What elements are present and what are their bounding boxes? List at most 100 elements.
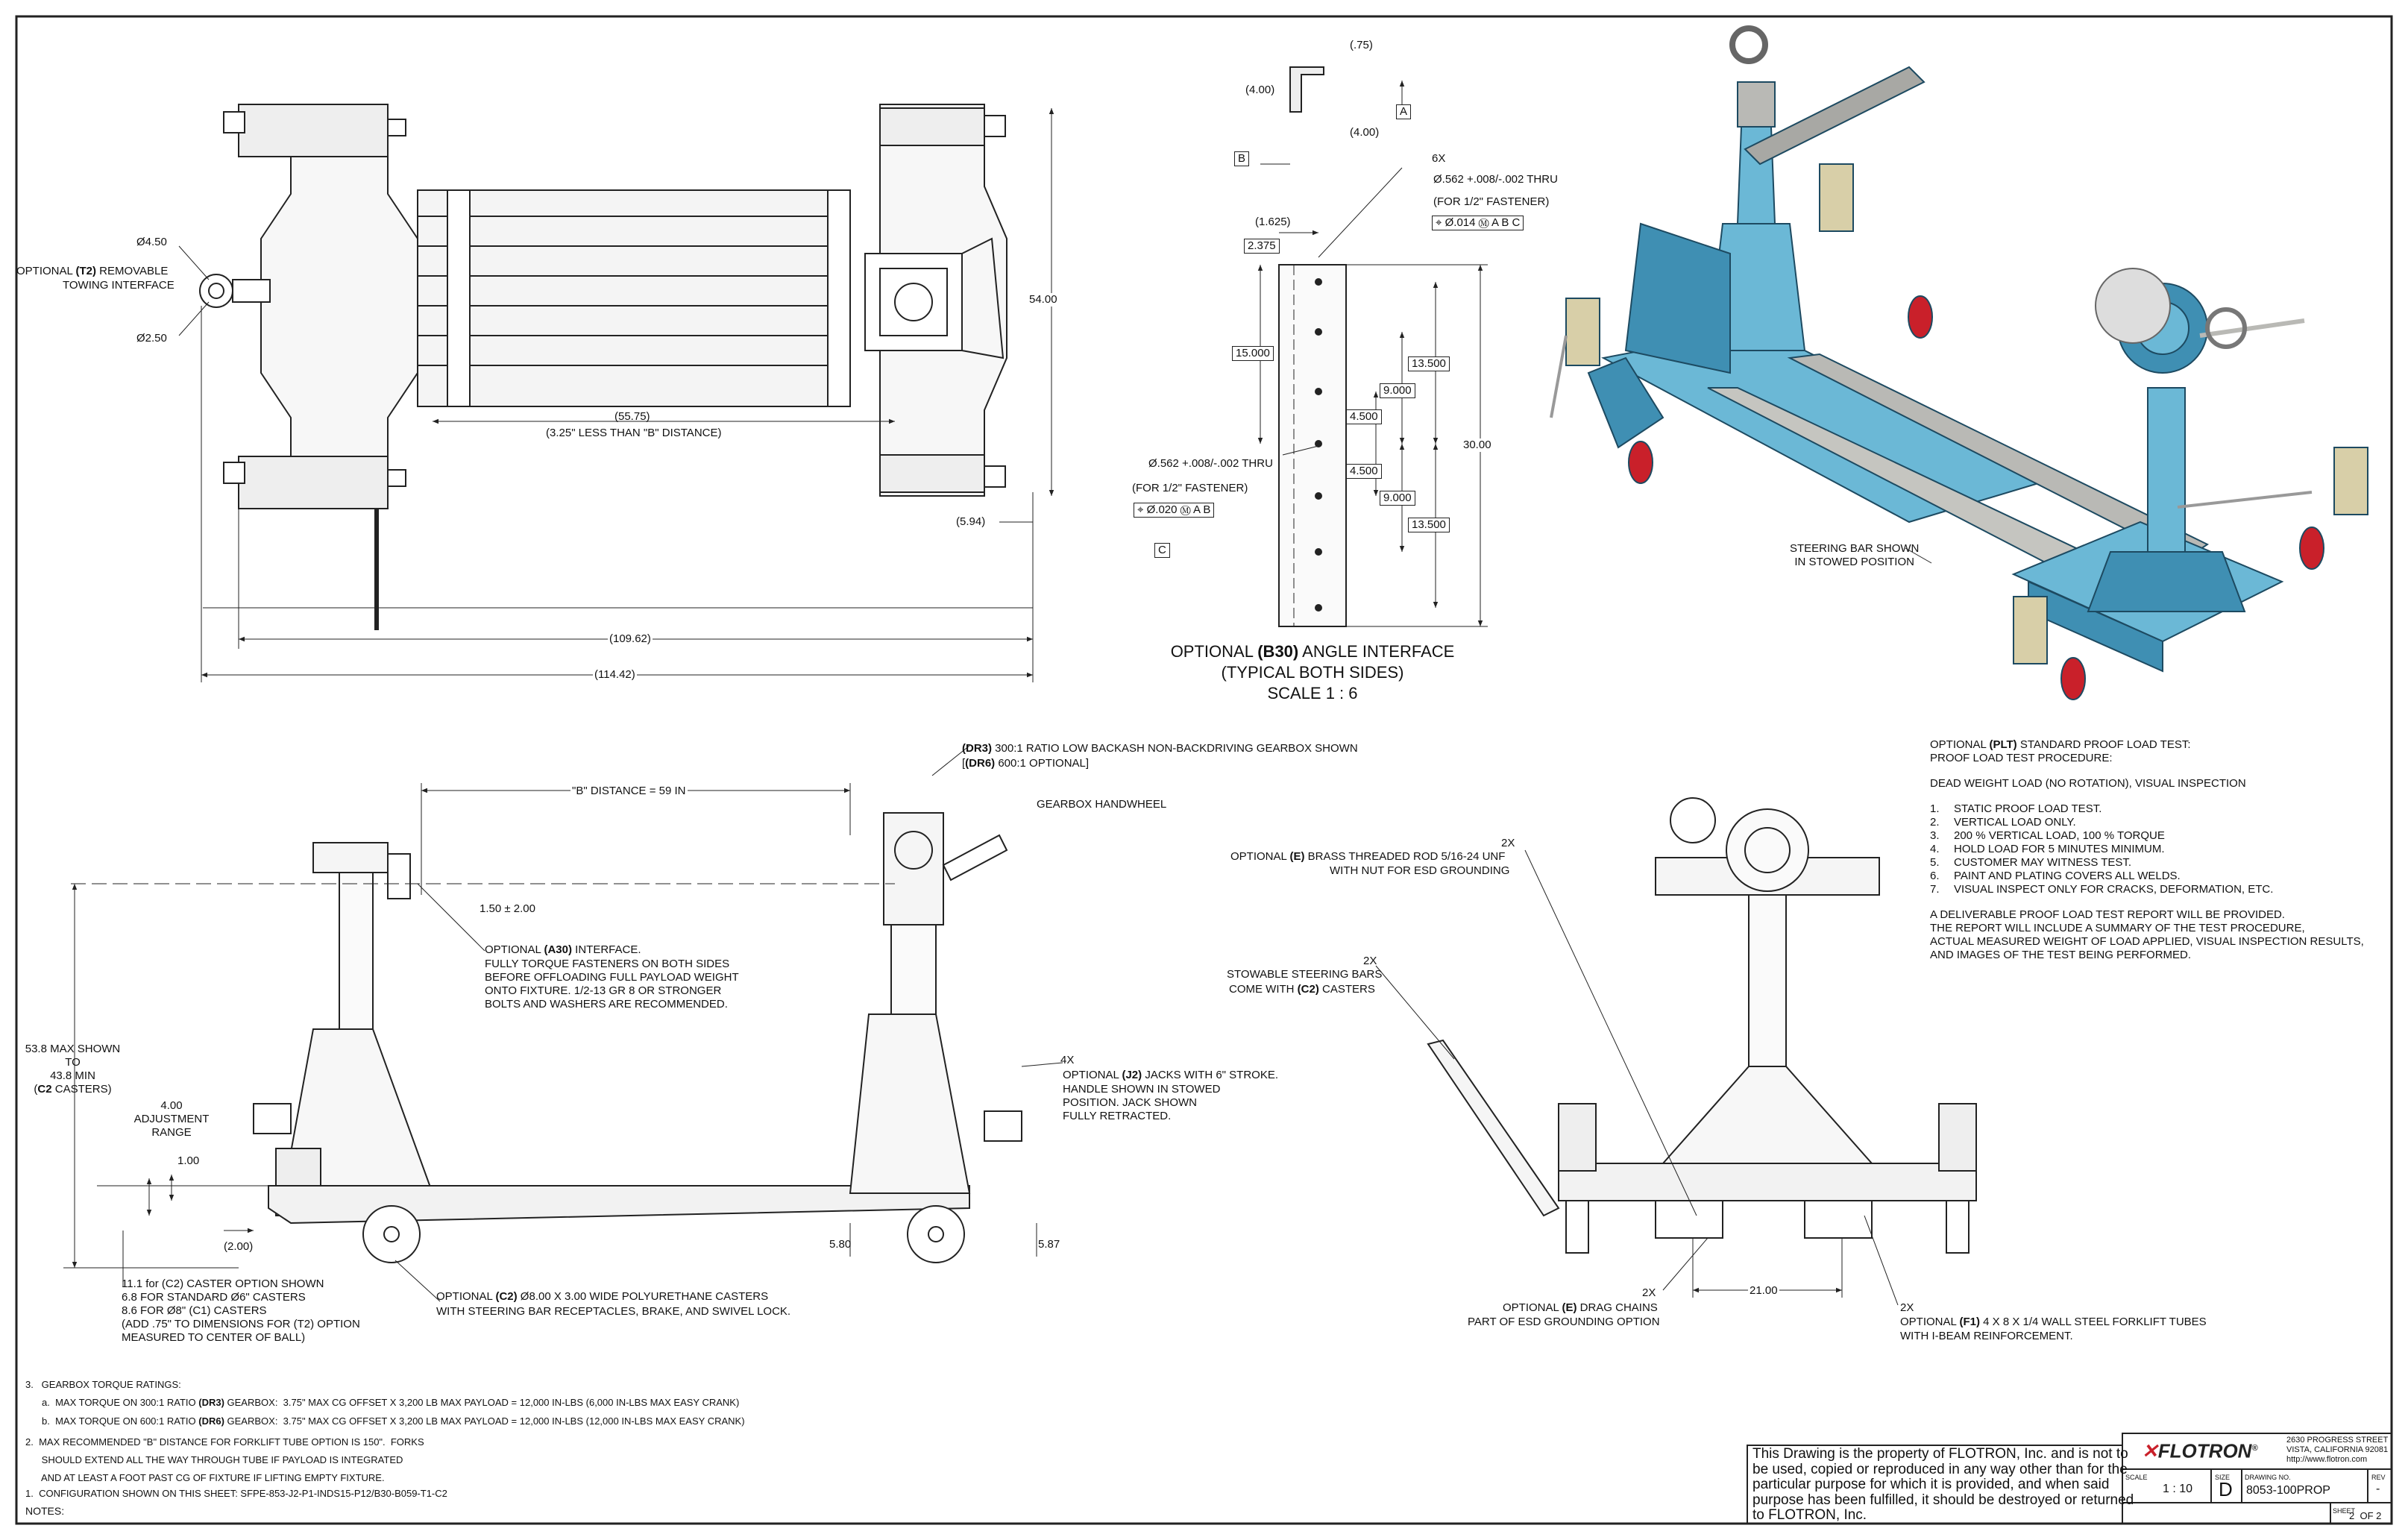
dim-5-94: (5.94) [956, 515, 986, 528]
plt-step-num: 2. [1930, 816, 1940, 829]
note-1: 1. CONFIGURATION SHOWN ON THIS SHEET: SF… [25, 1488, 447, 1499]
j2-note-body: HANDLE SHOWN IN STOWED POSITION. JACK SH… [1063, 1083, 1221, 1122]
fcf-bottom: ⌖ Ø.020 Ⓜ A B [1134, 503, 1215, 518]
e-rod-note-body: WITH NUT FOR ESD GROUNDING [1330, 864, 1510, 877]
hole-callout-top-fastener: (FOR 1/2" FASTENER) [1433, 195, 1550, 208]
note-3a: a. MAX TORQUE ON 300:1 RATIO (DR3) GEARB… [42, 1397, 740, 1408]
dim-2-00: (2.00) [224, 1240, 254, 1253]
fcf-top: ⌖ Ø.014 Ⓜ A B C [1432, 216, 1524, 230]
gearbox-handwheel-note: GEARBOX HANDWHEEL [1037, 798, 1167, 811]
f1-note-head: OPTIONAL (F1) 4 X 8 X 1/4 WALL STEEL FOR… [1900, 1316, 2207, 1328]
scale-value: 1 : 10 [2163, 1483, 2193, 1495]
sheet-border [15, 15, 2393, 1525]
top-plan-view [178, 104, 1054, 682]
steering-bars-note: STOWABLE STEERING BARS [1227, 968, 1383, 981]
hole-callout-bottom: Ø.562 +.008/-.002 THRU [1148, 457, 1273, 470]
dim-114-42: (114.42) [593, 668, 637, 682]
b30-title-scale: SCALE 1 : 6 [1267, 684, 1358, 703]
plt-step-num: 1. [1930, 802, 1940, 815]
b30-angle-view [1257, 66, 1488, 627]
dim-b-distance-note: (3.25" LESS THAN "B" DISTANCE) [546, 427, 722, 439]
plt-report: A DELIVERABLE PROOF LOAD TEST REPORT WIL… [1930, 908, 2364, 961]
plt-step: STATIC PROOF LOAD TEST. [1954, 802, 2102, 815]
dim-2-375: 2.375 [1244, 239, 1280, 254]
drag-chains-note-head: OPTIONAL (E) DRAG CHAINS [1503, 1301, 1658, 1314]
plt-step-num: 7. [1930, 883, 1940, 896]
dim-30: 30.00 [1462, 439, 1493, 452]
dim-1-625: (1.625) [1255, 216, 1291, 228]
dr3-note: (DR3) 300:1 RATIO LOW BACKASH NON-BACKDR… [962, 742, 1358, 755]
c2-note-head: OPTIONAL (C2) Ø8.00 X 3.00 WIDE POLYURET… [436, 1290, 769, 1303]
note-6x: 6X [1432, 152, 1446, 165]
hole-callout-top: Ø.562 +.008/-.002 THRU [1433, 173, 1558, 186]
hole-callout-bottom-fastener: (FOR 1/2" FASTENER) [1132, 482, 1248, 494]
plt-step: VERTICAL LOAD ONLY. [1954, 816, 2076, 829]
side-elevation-view [63, 745, 1063, 1302]
size-label: SIZE [2215, 1474, 2231, 1481]
dim-1-50: 1.50 ± 2.00 [480, 902, 535, 915]
title-block-lines [1747, 1433, 2392, 1524]
caster-option-note: 11.1 for (C2) CASTER OPTION SHOWN 6.8 FO… [122, 1277, 360, 1344]
steering-bars-2x: 2X [1363, 955, 1377, 967]
c2-note-body: WITH STEERING BAR RECEPTACLES, BRAKE, AN… [436, 1305, 791, 1318]
plt-dead-weight: DEAD WEIGHT LOAD (NO ROTATION), VISUAL I… [1930, 777, 2246, 790]
company-address: 2630 PROGRESS STREET VISTA, CALIFORNIA 9… [2286, 1436, 2389, 1464]
datum-b: B [1234, 151, 1250, 166]
plt-step: VISUAL INSPECT ONLY FOR CRACKS, DEFORMAT… [1954, 883, 2274, 896]
dim-13-5-top: 13.500 [1408, 356, 1450, 371]
dim-55-75: (55.75) [614, 410, 650, 423]
dim-0-75: (.75) [1350, 39, 1373, 51]
drag-chains-note-body: PART OF ESD GROUNDING OPTION [1468, 1316, 1660, 1328]
dim-21: 21.00 [1748, 1284, 1779, 1298]
rev-label: REV [2371, 1474, 2386, 1481]
e-rod-2x: 2X [1501, 837, 1515, 849]
dim-4-5-bottom: 4.500 [1346, 464, 1382, 479]
plt-step-num: 4. [1930, 843, 1940, 855]
dim-54: 54.00 [1028, 293, 1059, 307]
dim-shank-diameter: Ø2.50 [136, 332, 167, 345]
dim-4-00-bottom: (4.00) [1350, 126, 1380, 139]
dim-ball-diameter: Ø4.50 [136, 236, 167, 248]
dim-1-00: 1.00 [177, 1154, 200, 1167]
a30-note-head: OPTIONAL (A30) INTERFACE. [485, 943, 641, 956]
dim-4-5-top: 4.500 [1346, 409, 1382, 424]
height-range-casters: (C2 CASTERS) [34, 1083, 112, 1096]
b30-title-line2: (TYPICAL BOTH SIDES) [1221, 663, 1404, 682]
dim-9-bottom: 9.000 [1380, 491, 1415, 506]
sheet-label: SHEET [2333, 1507, 2356, 1515]
plt-step: PAINT AND PLATING COVERS ALL WELDS. [1954, 870, 2181, 882]
plt-head: OPTIONAL (PLT) STANDARD PROOF LOAD TEST: [1930, 738, 2191, 751]
rev-value: - [2376, 1483, 2380, 1495]
scale-label: SCALE [2125, 1474, 2148, 1481]
notes-title: NOTES: [25, 1505, 65, 1517]
flotron-logo: ✕FLOTRON® [2142, 1439, 2258, 1462]
f1-2x: 2X [1900, 1301, 1914, 1314]
b-distance-dim: "B" DISTANCE = 59 IN [570, 785, 688, 798]
dim-5-80: 5.80 [829, 1238, 852, 1251]
sheet-value: 2 OF 2 [2349, 1510, 2382, 1521]
drawing-number-label: DRAWING NO. [2245, 1474, 2291, 1481]
dim-4-00-left: (4.00) [1245, 84, 1275, 96]
dim-15: 15.000 [1232, 346, 1274, 361]
drag-chains-2x: 2X [1642, 1286, 1656, 1299]
b30-title-line1: OPTIONAL (B30) ANGLE INTERFACE [1170, 642, 1455, 661]
isometric-view [1550, 25, 2368, 700]
plt-step: 200 % VERTICAL LOAD, 100 % TORQUE [1954, 829, 2165, 842]
datum-a: A [1396, 104, 1412, 119]
size-value: D [2219, 1478, 2233, 1500]
drawing-number: 8053-100PROP [2246, 1484, 2330, 1497]
steering-bars-casters: COME WITH (C2) CASTERS [1229, 983, 1375, 996]
dim-9-top: 9.000 [1380, 383, 1415, 398]
plt-step-num: 3. [1930, 829, 1940, 842]
plt-head2: PROOF LOAD TEST PROCEDURE: [1930, 752, 2113, 764]
dim-5-87: 5.87 [1038, 1238, 1060, 1251]
dim-13-5-bottom: 13.500 [1408, 518, 1450, 532]
property-notice: This Drawing is the property of FLOTRON,… [1752, 1446, 2134, 1523]
f1-note-body: WITH I-BEAM REINFORCEMENT. [1900, 1330, 2073, 1342]
a30-note-body: FULLY TORQUE FASTENERS ON BOTH SIDES BEF… [485, 958, 739, 1011]
plt-step: HOLD LOAD FOR 5 MINUTES MINIMUM. [1954, 843, 2165, 855]
front-elevation-view [1375, 797, 1977, 1306]
steering-bar-note: STEERING BAR SHOWN IN STOWED POSITION [1790, 542, 1920, 568]
